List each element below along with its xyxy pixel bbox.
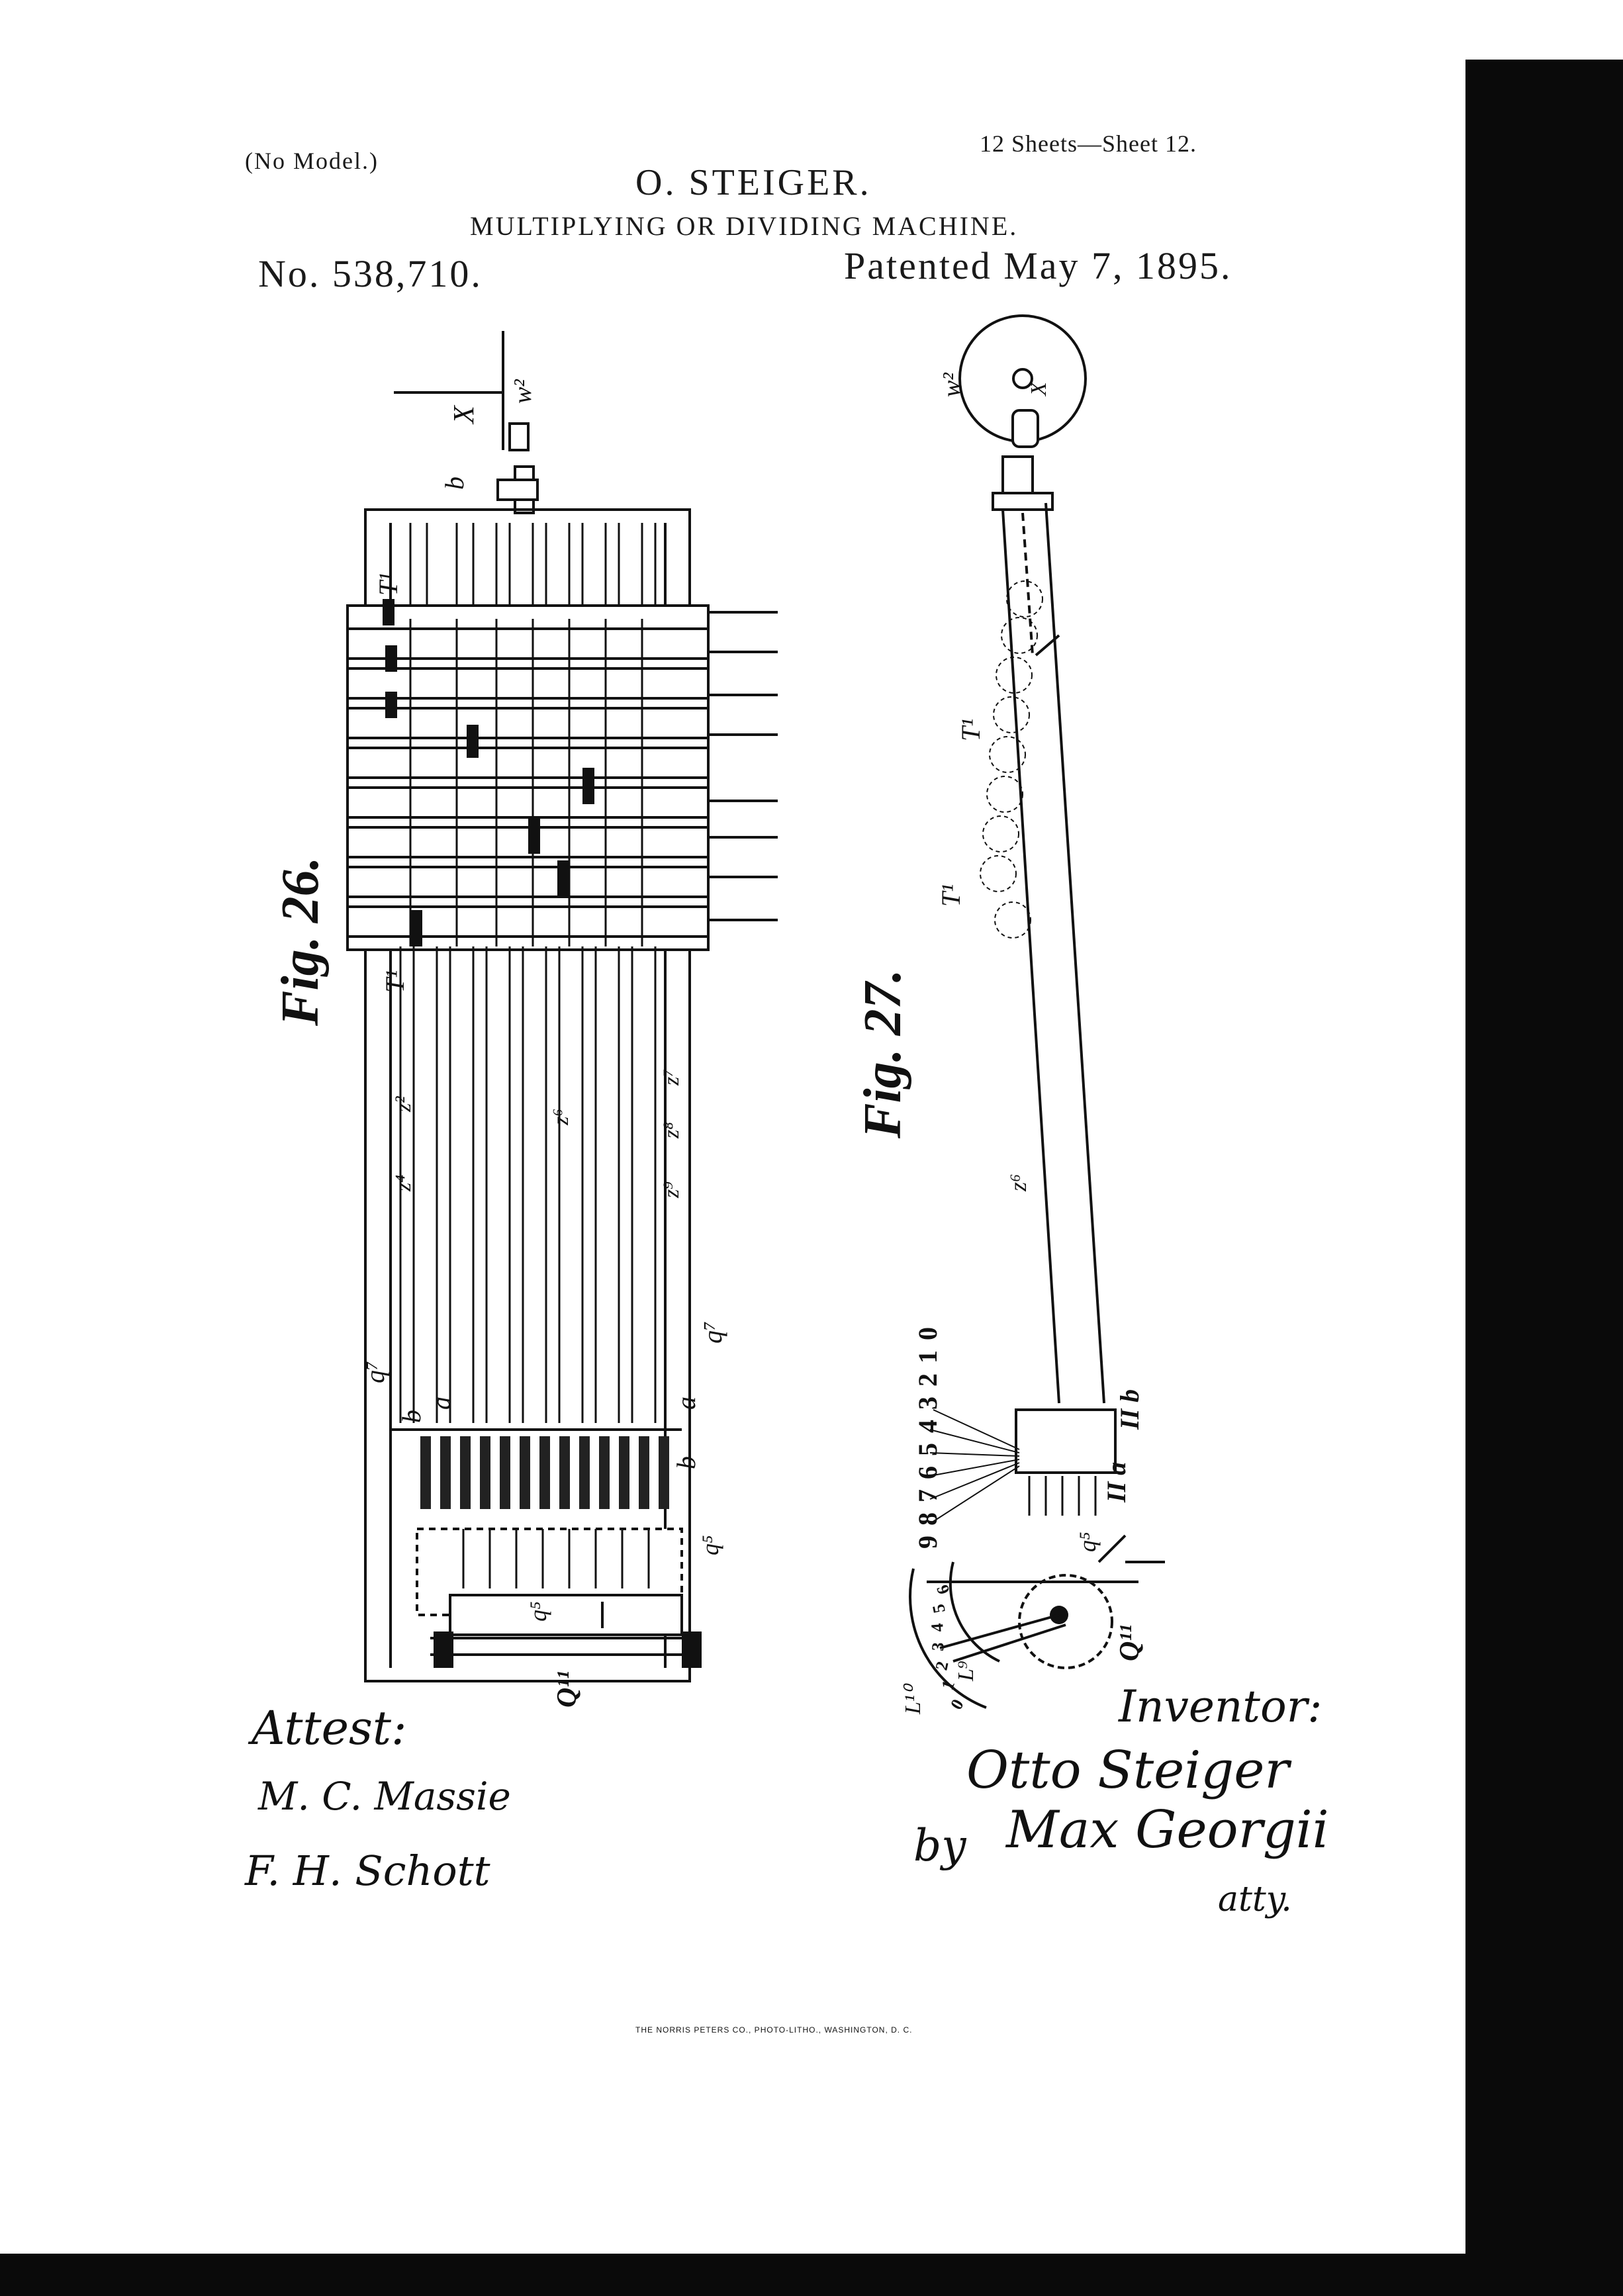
witness-signature-1: M. C. Massie [258,1774,511,1819]
printer-imprint: THE NORRIS PETERS CO., PHOTO-LITHO., WAS… [635,2025,913,2035]
fig26-label: q⁷ [698,1321,727,1344]
fig27-label: X [1027,381,1051,397]
fig26-label: z⁷ [659,1069,684,1086]
fig27-label: q⁵ [1074,1532,1101,1552]
scale-digit: 9 [913,1536,943,1549]
patent-drawings: Fig. 26. b X w² T¹ T¹ z² z⁴ z⁶ z⁷ z⁸ z⁹ … [271,314,1165,1715]
fig27-gear-block [1015,1408,1117,1474]
machine-title: MULTIPLYING OR DIVIDING MACHINE. [470,211,1019,241]
scale-digit: 3 [913,1397,943,1410]
fig27-label: w² [938,373,966,397]
by-label: by [913,1820,966,1871]
attorney-label: atty. [1218,1880,1292,1919]
inventor-label: Inventor: [1119,1681,1322,1732]
scan-border-right [1465,60,1623,2296]
fig26-labels: Fig. 26. b X w² T¹ T¹ z² z⁴ z⁶ z⁷ z⁸ z⁹ … [271,379,727,1708]
fig27-label: T¹ [936,884,966,907]
attorney-signature: Max Georgii [1006,1800,1329,1860]
fig27-dial-arc [908,1568,987,1709]
dial-digit: 5 [929,1602,949,1615]
fig26-label: b [396,1410,426,1423]
fig26-label: b [671,1456,701,1469]
fig26-label: z² [391,1096,416,1113]
dial-digit: 3 [928,1641,948,1651]
inventor-signature: Otto Steiger [966,1741,1289,1800]
fig26-label: z⁸ [659,1122,684,1139]
fig27-label: z⁶ [1005,1173,1031,1192]
attest-label: Attest: [252,1701,407,1755]
fig27-main-bar [1001,509,1060,1404]
fig26-label: z⁹ [659,1181,684,1199]
fig27-label: II a [1101,1462,1131,1503]
scan-border-bottom [0,2254,1623,2296]
scale-digit: 7 [913,1489,943,1502]
fig27-label: Q¹¹ [1115,1624,1145,1661]
dial-digit: 0 [947,1696,968,1713]
witness-signature-2: F. H. Schott [245,1847,490,1895]
scale-digit: 4 [913,1420,943,1433]
fig27-drawing [908,314,1165,1709]
fig26-label: X [447,404,480,425]
patent-date: Patented May 7, 1895. [844,244,1232,287]
fig26-label: q⁷ [360,1361,390,1383]
sheet-count: 12 Sheets—Sheet 12. [980,130,1197,157]
dial-digit: 4 [927,1623,947,1633]
fig26-label: T¹ [373,573,403,596]
fig27-labels: w² X T¹ T¹ z⁶ II b II a q⁵ Q¹¹ L¹⁰ L⁹ Fi… [854,373,1145,1715]
scale-digit: 0 [913,1327,943,1340]
fig26-title: Fig. 26. [271,856,330,1027]
no-model-note: (No Model.) [245,148,379,174]
fig26-label: a [671,1397,701,1410]
fig27-label: L¹⁰ [901,1683,925,1715]
fig26-label: z⁴ [391,1175,416,1192]
scale-digit: 1 [913,1350,943,1363]
fig27-title: Fig. 27. [854,969,912,1139]
scale-digit: 5 [913,1443,943,1456]
fig27-label: T¹ [956,719,986,741]
fig26-label: q⁵ [697,1535,723,1555]
scale-digit: 8 [913,1512,943,1526]
fig27-label: II b [1115,1389,1144,1430]
dial-digit: 2 [932,1660,952,1673]
fig26-label: b [440,477,469,490]
fig27-scale-digits: 9 8 7 6 5 4 3 2 1 0 [913,1327,943,1549]
fig26-label: Q¹¹ [552,1671,582,1708]
fig26-outer-frame [364,508,691,1682]
fig26-label: T¹ [380,970,410,993]
fig26-label: a [426,1397,456,1410]
scale-digit: 6 [913,1466,943,1479]
fig26-label: z⁶ [549,1109,573,1126]
patent-number: No. 538,710. [258,252,483,295]
fig27-label: L⁹ [954,1661,978,1682]
scale-digit: 2 [913,1373,943,1387]
inventor-name-heading: O. STEIGER. [635,162,872,203]
fig26-drawing [346,331,778,1682]
fig26-label: q⁵ [525,1601,551,1622]
fig26-label: w² [509,379,537,404]
